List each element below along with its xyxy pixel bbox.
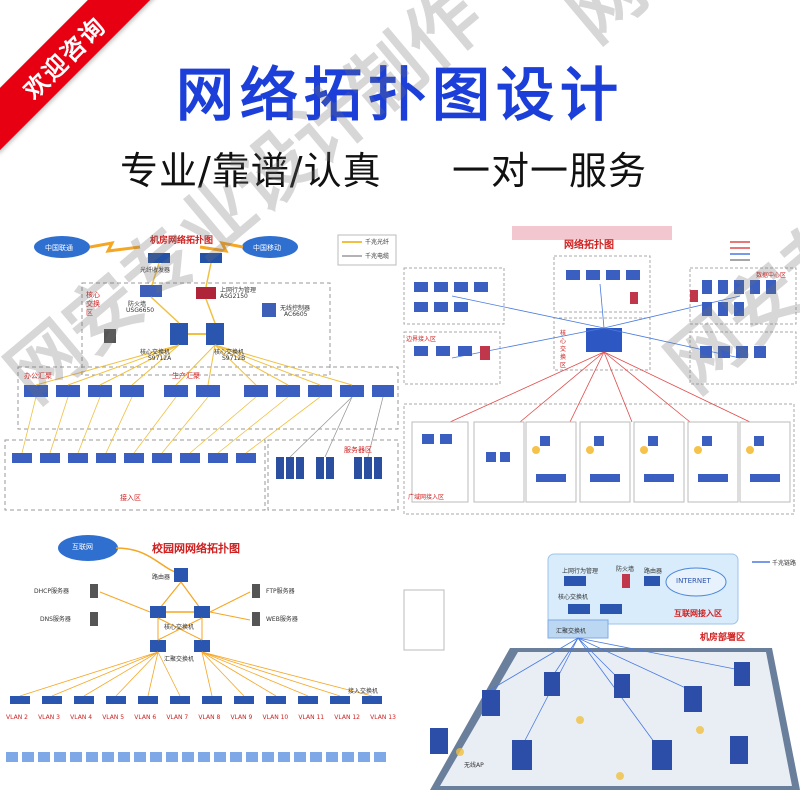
access-switch-label: 接入交换机 — [348, 688, 379, 695]
topology-panel-campus: 校园网网络拓扑图 互联网 路由器 核心交换机 DHCP服务器 DNS服务器 FT… — [0, 528, 400, 800]
internet-label: 互联网 — [72, 543, 93, 551]
vlan-label: VLAN 6 — [134, 714, 157, 721]
vlan-label: VLAN 10 — [262, 714, 289, 721]
panel-d-legend: 千兆链路 — [772, 560, 797, 567]
panel-d-internet: INTERNET — [676, 577, 711, 585]
firewall-label: 防火墙 — [128, 301, 147, 308]
office-agg-label: 办公汇聚 — [24, 372, 52, 380]
server-zone-label: 服务器区 — [344, 446, 372, 454]
panel-c-title: 校园网网络拓扑图 — [152, 542, 240, 555]
agg-switch-label: 汇聚交换机 — [164, 656, 195, 663]
topology-panel-enterprise: 网络拓扑图 核心交换区 边界接入区 数据中心区 广域网接入区 — [400, 222, 800, 520]
panel-b-core: 核心交换区 — [560, 330, 567, 369]
panel-b-access: 广域网接入区 — [408, 494, 445, 501]
core2-model: S9712B — [222, 355, 246, 362]
ftp-label: FTP服务器 — [266, 588, 295, 595]
vlan-label: VLAN 2 — [6, 714, 28, 721]
vlan-label: VLAN 13 — [370, 714, 396, 721]
firewall-model: USG6650 — [126, 307, 155, 314]
vlan-label: VLAN 7 — [166, 714, 189, 721]
wlan-label: 无线控制器 — [280, 305, 311, 312]
vlan-label: VLAN 12 — [334, 714, 361, 721]
topology-diagram-a — [4, 234, 399, 511]
panel-b-title: 网络拓扑图 — [564, 240, 614, 251]
panel-d-behavior: 上网行为管理 — [562, 568, 599, 575]
panel-d-router: 路由器 — [644, 568, 663, 575]
legend-fiber: 千兆光纤 — [365, 239, 390, 246]
panel-d-ap: 无线AP — [464, 762, 484, 769]
vlan-label: VLAN 11 — [298, 714, 325, 721]
isp-unicom-label: 中国联通 — [45, 244, 73, 252]
topology-diagram-d — [403, 553, 800, 790]
panel-d-agg: 汇聚交换机 — [556, 628, 587, 635]
web-label: WEB服务器 — [266, 616, 298, 623]
panel-d-dc-zone: 机房部署区 — [700, 633, 746, 643]
vlan-label: VLAN 3 — [38, 714, 60, 721]
subtitle-right: 一对一服务 — [452, 149, 648, 193]
vlan-label: VLAN 4 — [70, 714, 93, 721]
core-switch-label: 核心交换机 — [164, 624, 195, 631]
core-area-label: 核心交换区 — [86, 291, 100, 317]
prod-agg-label: 生产汇聚 — [172, 372, 200, 380]
legend-copper: 千兆电缆 — [365, 253, 390, 260]
isp-mobile-label: 中国移动 — [253, 244, 281, 252]
topology-diagram-c — [6, 535, 386, 762]
vlan-label: VLAN 5 — [102, 714, 125, 721]
core1-model: S9712A — [148, 355, 172, 362]
topology-panel-wireless: 千兆链路 上网行为管理 防火墙 路由器 INTERNET 互联网接入区 核心交换… — [400, 540, 800, 800]
dhcp-label: DHCP服务器 — [34, 588, 69, 595]
panel-b-dc: 数据中心区 — [756, 272, 787, 279]
converter-label: 光纤收发器 — [140, 267, 171, 274]
vlan-label: VLAN 8 — [198, 714, 221, 721]
core2-label: 核心交换机 — [214, 349, 245, 356]
router-label: 路由器 — [152, 574, 171, 581]
behavior-label: 上网行为管理 — [220, 287, 257, 294]
topology-diagram-b — [403, 226, 797, 515]
core1-label: 核心交换机 — [140, 349, 171, 356]
behavior-model: ASG2150 — [220, 293, 248, 300]
dns-label: DNS服务器 — [40, 616, 71, 623]
page-title: 网络拓扑图设计 — [175, 61, 624, 129]
panel-a-title: 机房网络拓扑图 — [150, 236, 214, 246]
topology-panel-datacenter: 机房网络拓扑图 中国联通 中国移动 光纤收发器 防火墙 USG6650 上网行为… — [0, 225, 400, 517]
vlan-label: VLAN 9 — [230, 714, 253, 721]
wlan-model: AC6605 — [284, 311, 308, 318]
panel-d-core: 核心交换机 — [558, 594, 589, 601]
subtitle-left: 专业/靠谱/认真 — [120, 149, 382, 193]
access-zone-label: 接入区 — [120, 494, 141, 502]
panel-b-border: 边界接入区 — [406, 336, 437, 343]
vlan-row: VLAN 2 VLAN 3 VLAN 4 VLAN 5 VLAN 6 VLAN … — [6, 714, 396, 721]
panel-d-firewall: 防火墙 — [616, 566, 635, 573]
panel-d-internet-zone: 互联网接入区 — [674, 609, 722, 618]
